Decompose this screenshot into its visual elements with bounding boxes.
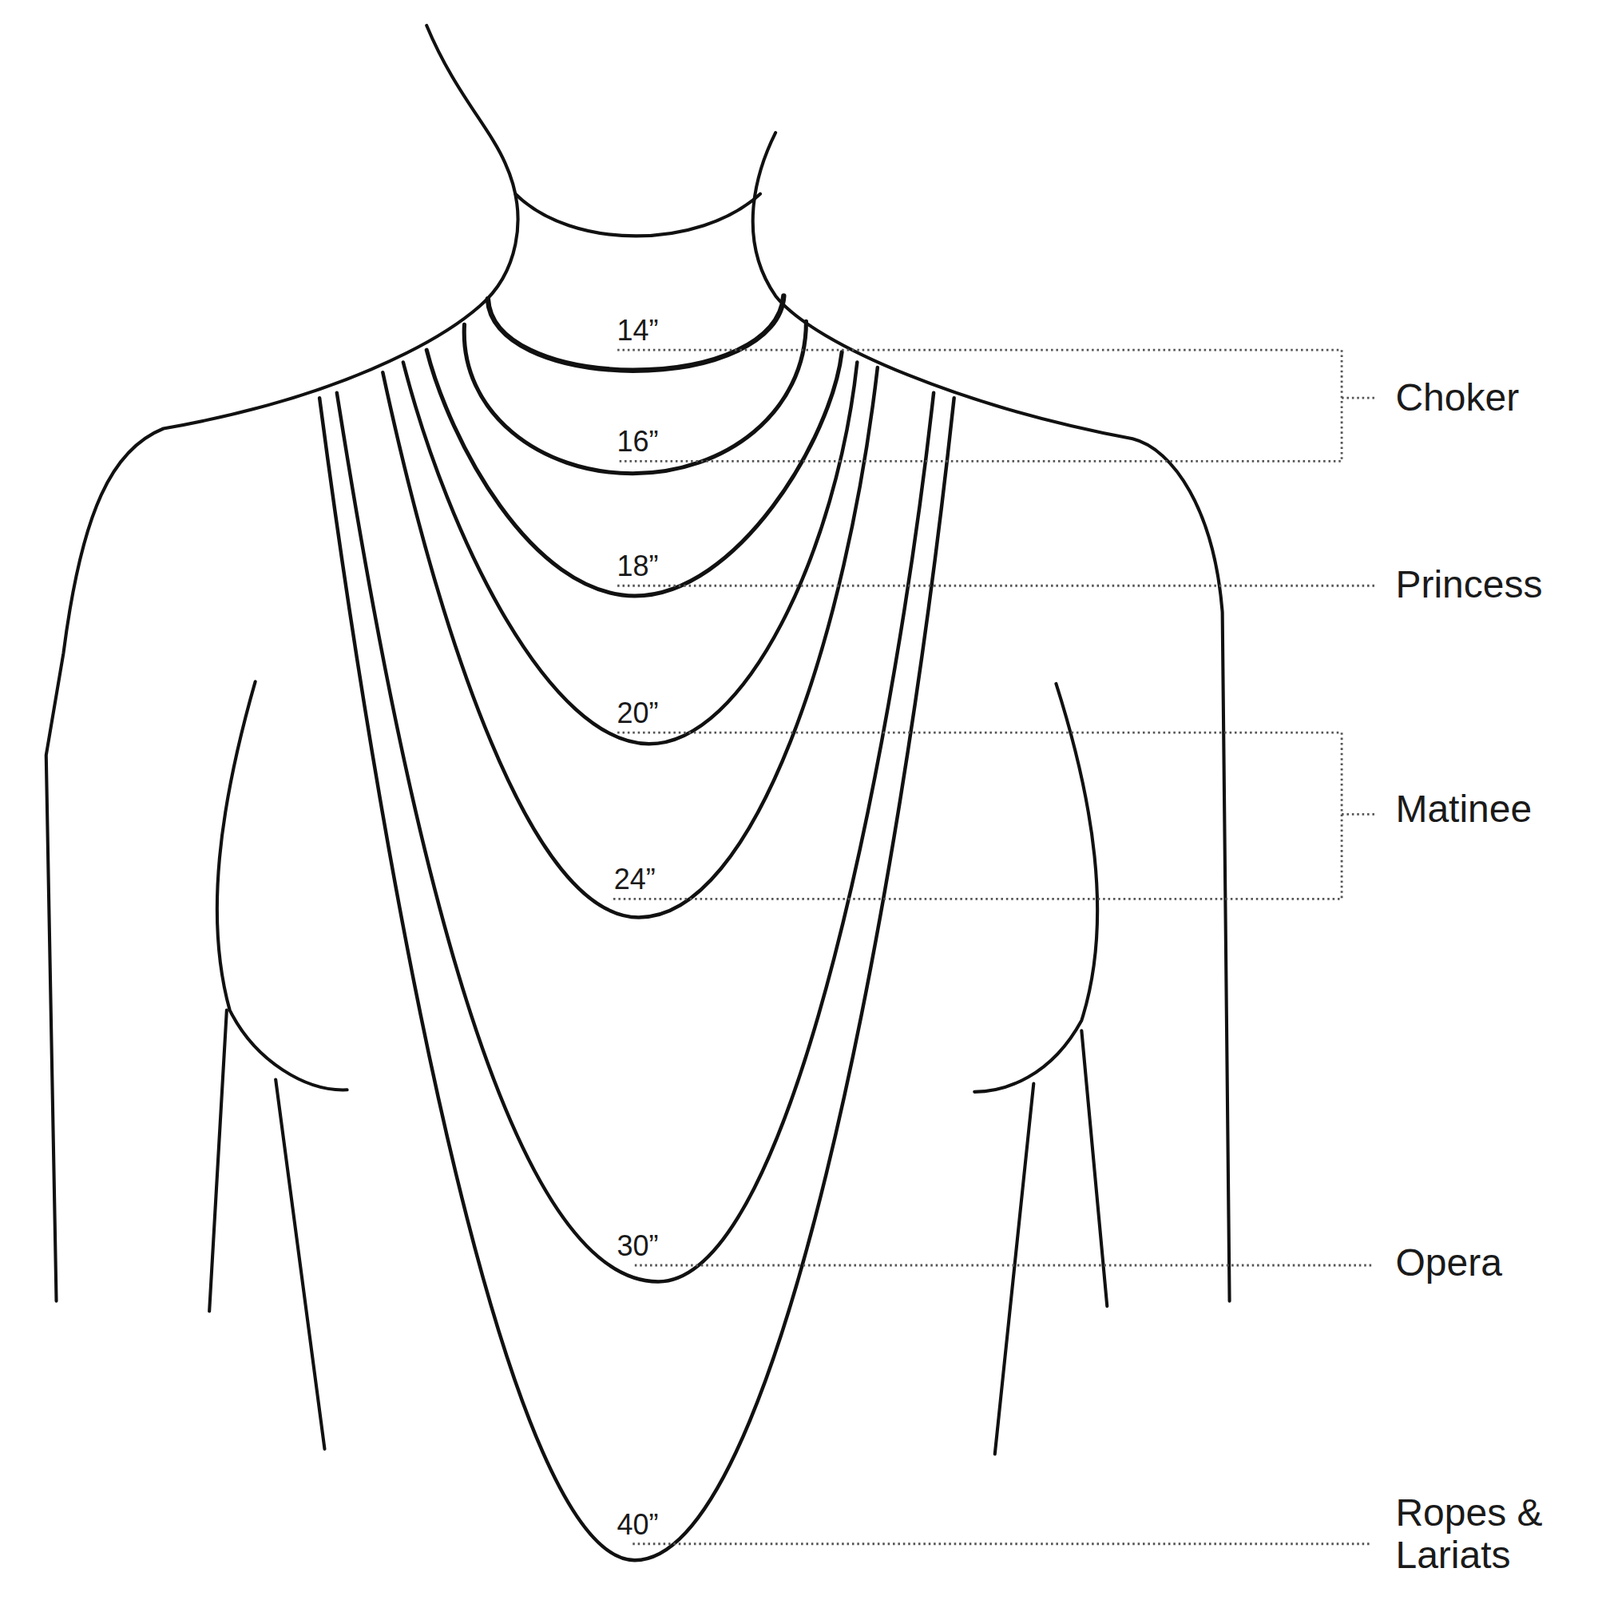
length-number: 24” (612, 863, 658, 896)
leader-lines (612, 349, 1378, 1544)
style-name: Choker (1393, 376, 1521, 420)
style-name: Princess (1393, 563, 1544, 607)
necklace-strands (319, 295, 955, 1560)
length-number: 18” (615, 550, 661, 583)
style-name: Matinee (1393, 788, 1534, 831)
style-name: Opera (1393, 1241, 1503, 1285)
body-outline (46, 25, 1230, 1454)
length-number: 16” (615, 425, 661, 458)
length-number: 30” (615, 1229, 661, 1262)
length-number: 14” (615, 314, 661, 347)
length-number: 40” (615, 1508, 661, 1541)
length-number: 20” (615, 697, 661, 730)
style-name: Ropes & Lariats (1393, 1491, 1589, 1577)
